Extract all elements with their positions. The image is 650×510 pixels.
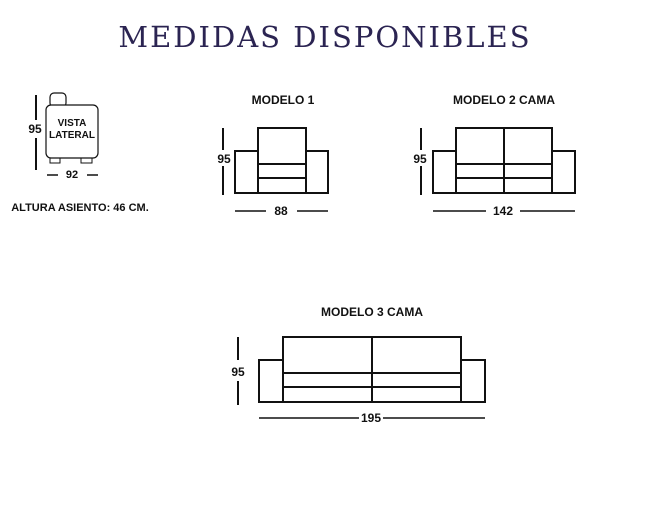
modelo-1-drawing — [222, 127, 329, 212]
side-view-drawing — [35, 92, 99, 176]
modelo-1-title: MODELO 1 — [251, 93, 315, 107]
side-view-label-line2: LATERAL — [49, 130, 95, 141]
modelo-1-height: 95 — [215, 152, 233, 166]
modelo-2-height: 95 — [411, 152, 429, 166]
modelo-2-width: 142 — [490, 204, 516, 218]
side-height-dimension: 95 — [26, 122, 44, 136]
side-view-label-line1: VISTA — [57, 118, 87, 129]
modelo-2-drawing — [420, 127, 576, 212]
modelo-3-width: 195 — [358, 411, 384, 425]
modelo-2-title: MODELO 2 CAMA — [453, 93, 555, 107]
side-depth-dimension: 92 — [63, 169, 81, 181]
side-view-label: VISTA LATERAL — [49, 118, 95, 142]
modelo-3-title: MODELO 3 CAMA — [321, 305, 423, 319]
page-title: MEDIDAS DISPONIBLES — [118, 20, 532, 54]
modelo-1-width: 88 — [272, 204, 290, 218]
seat-height-note: ALTURA ASIENTO: 46 CM. — [11, 202, 149, 214]
modelo-3-height: 95 — [229, 365, 247, 379]
modelo-3-drawing — [237, 336, 486, 419]
